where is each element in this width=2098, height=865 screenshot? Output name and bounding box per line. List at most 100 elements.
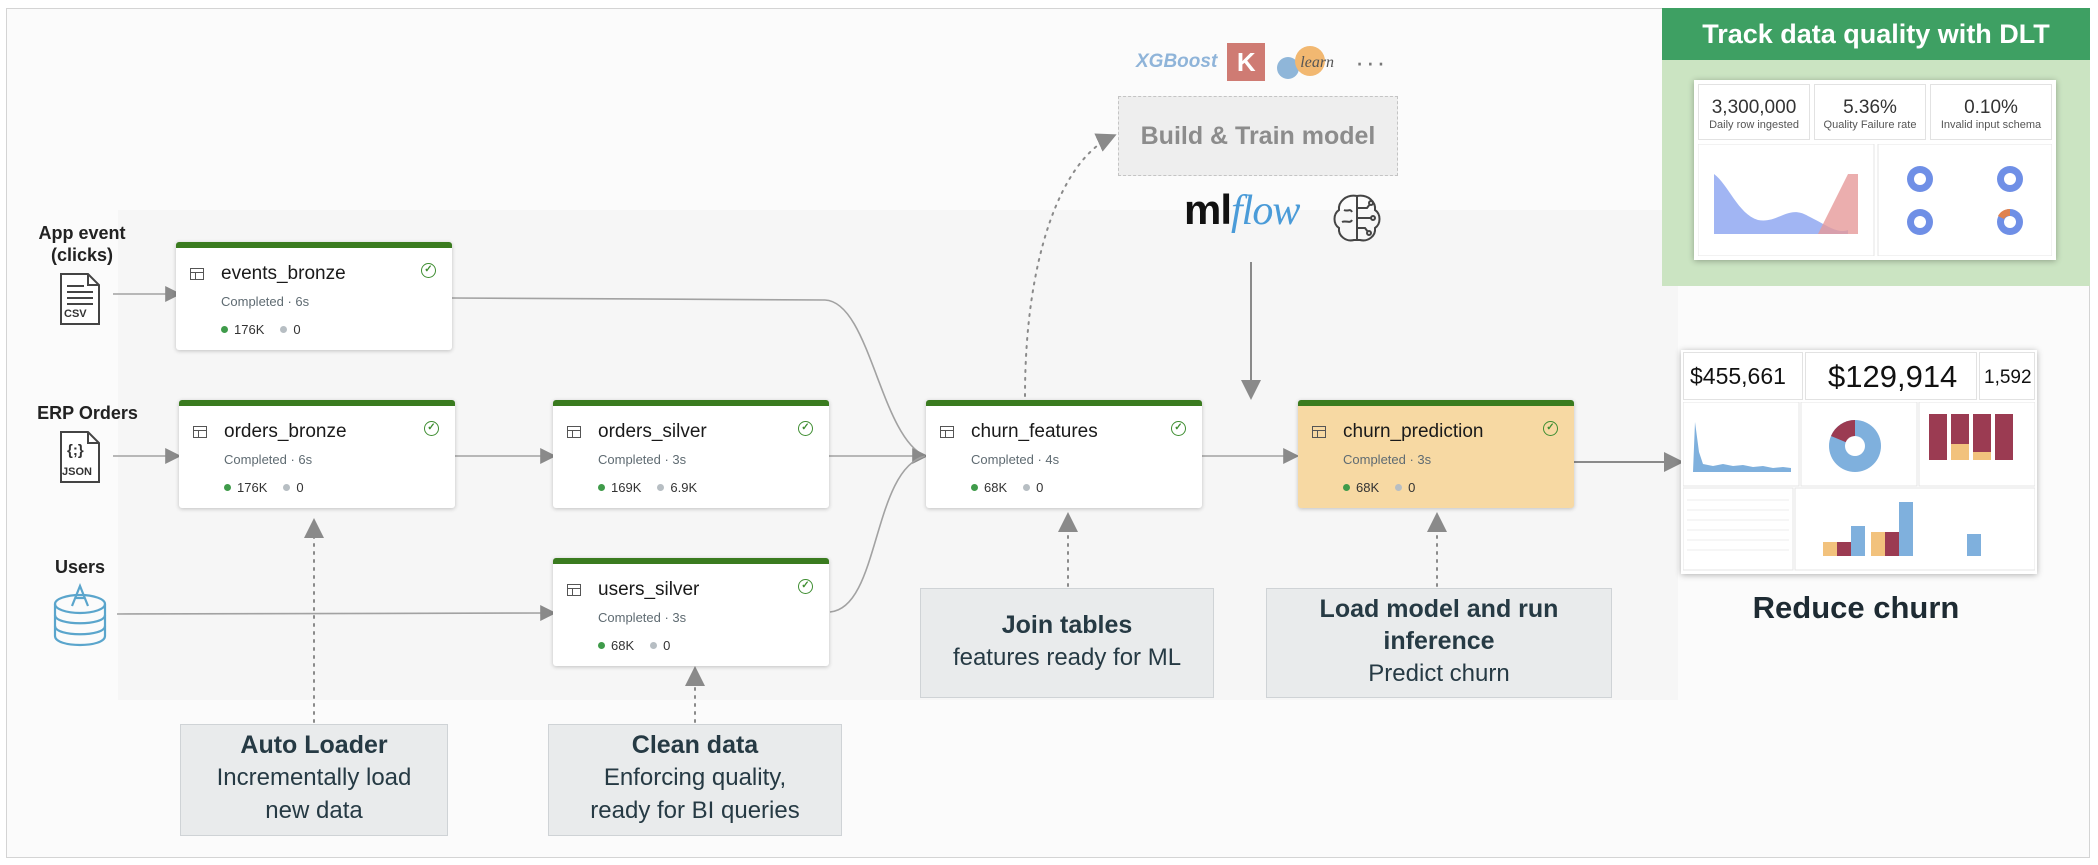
callout-title: Load model and run — [1319, 595, 1559, 623]
rows-dropped: 0 — [1408, 480, 1416, 495]
node-name: churn_prediction — [1343, 421, 1484, 442]
rows-written: 176K — [237, 480, 268, 495]
dlt-kpi-rows: 3,300,000 Daily row ingested — [1698, 84, 1810, 140]
dropped-dot-icon — [657, 484, 665, 491]
rows-dropped: 6.9K — [670, 480, 698, 495]
callout-load-model: Load model and run inference Predict chu… — [1266, 588, 1612, 698]
node-status: Completed · 3s — [598, 452, 687, 467]
table-icon — [940, 426, 954, 438]
rows-written: 68K — [984, 480, 1008, 495]
table-icon — [193, 426, 207, 438]
churn-kpi-3: 1,592 — [1979, 352, 2035, 400]
kpi-value: 5.36% — [1843, 97, 1897, 118]
callout-title: inference — [1383, 627, 1495, 655]
callout-join-tables: Join tables features ready for ML — [920, 588, 1214, 698]
kpi-value: 0.10% — [1964, 97, 2018, 118]
table-icon — [567, 584, 581, 596]
kpi-label: Quality Failure rate — [1823, 119, 1917, 131]
kpi-label: Daily row ingested — [1709, 119, 1799, 131]
dlt-mini-charts — [1698, 144, 2052, 256]
edge-events-features — [451, 297, 926, 457]
node-status: Completed · 3s — [598, 610, 687, 625]
node-stats: 68K 0 — [1343, 480, 1415, 495]
churn-kpi-1: $455,661 — [1683, 352, 1803, 400]
check-icon: ✓ — [798, 579, 813, 594]
callout-text: features ready for ML — [952, 644, 1182, 671]
sklearn-text: learn — [1300, 54, 1335, 71]
kpi-value: 3,300,000 — [1711, 97, 1797, 118]
dlt-quality-panel: Track data quality with DLT 3,300,000 Da… — [1662, 8, 2090, 286]
rows-dropped: 0 — [1036, 480, 1044, 495]
rows-dot-icon — [598, 484, 605, 491]
csv-icon-label: CSV — [64, 308, 87, 320]
source-app-event-label: App event (clicks) — [38, 223, 126, 265]
kpi-value: $129,914 — [1828, 359, 1958, 394]
more-libraries: ··· — [1355, 46, 1388, 77]
rows-written: 176K — [234, 322, 265, 337]
node-name: orders_silver — [598, 421, 707, 442]
node-status: Completed · 3s — [1343, 452, 1432, 467]
mlflow-ml: ml — [1184, 186, 1232, 233]
dropped-dot-icon — [1023, 484, 1031, 491]
dlt-kpi-invalid-schema: 0.10% Invalid input schema — [1930, 84, 2052, 140]
callout-title: Join tables — [1001, 611, 1133, 639]
churn-kpi-2: $129,914 — [1805, 352, 1977, 400]
callout-auto-loader: Auto Loader Incrementally load new data — [180, 724, 448, 836]
edge-users-features — [829, 455, 926, 613]
node-status: Completed · 6s — [221, 294, 310, 309]
source-erp-orders-label: ERP Orders — [37, 403, 138, 423]
kpi-label: Invalid input schema — [1940, 119, 2042, 131]
table-icon — [190, 268, 204, 280]
rows-dot-icon — [598, 642, 605, 649]
dropped-dot-icon — [650, 642, 658, 649]
check-icon: ✓ — [798, 421, 813, 436]
build-train-model: Build & Train model — [1118, 96, 1398, 176]
rows-dot-icon — [224, 484, 231, 491]
callout-text: Incrementally load — [216, 764, 412, 791]
rows-dot-icon — [1343, 484, 1350, 491]
node-name: orders_bronze — [224, 421, 347, 442]
dropped-dot-icon — [280, 326, 288, 333]
node-status: Completed · 4s — [971, 452, 1060, 467]
mlflow-flow: flow — [1231, 188, 1300, 234]
callout-text: Predict churn — [1368, 660, 1510, 687]
keras-logo: K — [1227, 43, 1266, 81]
check-icon: ✓ — [424, 421, 439, 436]
rows-dot-icon — [221, 326, 228, 333]
callout-clean-data: Clean data Enforcing quality, ready for … — [548, 724, 842, 836]
edge-users — [116, 605, 557, 622]
rows-dropped: 0 — [663, 638, 671, 653]
node-stats: 68K 0 — [971, 480, 1043, 495]
churn-dashboard-thumbnail: $455,661 $129,914 1,592 — [1681, 350, 2037, 574]
dlt-panel-title: Track data quality with DLT — [1662, 8, 2090, 60]
check-icon: ✓ — [1171, 421, 1186, 436]
rows-dot-icon — [971, 484, 978, 491]
churn-mini-charts — [1683, 402, 2035, 571]
table-icon — [567, 426, 581, 438]
callout-text: new data — [265, 797, 363, 824]
rows-written: 68K — [1356, 480, 1380, 495]
table-icon — [1312, 426, 1326, 438]
sklearn-logo: learn — [1275, 44, 1345, 80]
callout-text: ready for BI queries — [590, 797, 800, 824]
dropped-dot-icon — [283, 484, 291, 491]
dlt-kpi-failure-rate: 5.36% Quality Failure rate — [1814, 84, 1926, 140]
callout-text: Enforcing quality, — [603, 764, 787, 791]
json-file-icon: {;} JSON — [58, 430, 102, 484]
dropped-dot-icon — [1395, 484, 1403, 491]
reduce-churn-label: Reduce churn — [1752, 590, 1960, 625]
node-name: events_bronze — [221, 263, 346, 284]
csv-file-icon: CSV — [58, 272, 102, 326]
edge-features-build — [1024, 133, 1117, 397]
xgboost-logo: XGBoost — [1136, 51, 1218, 72]
